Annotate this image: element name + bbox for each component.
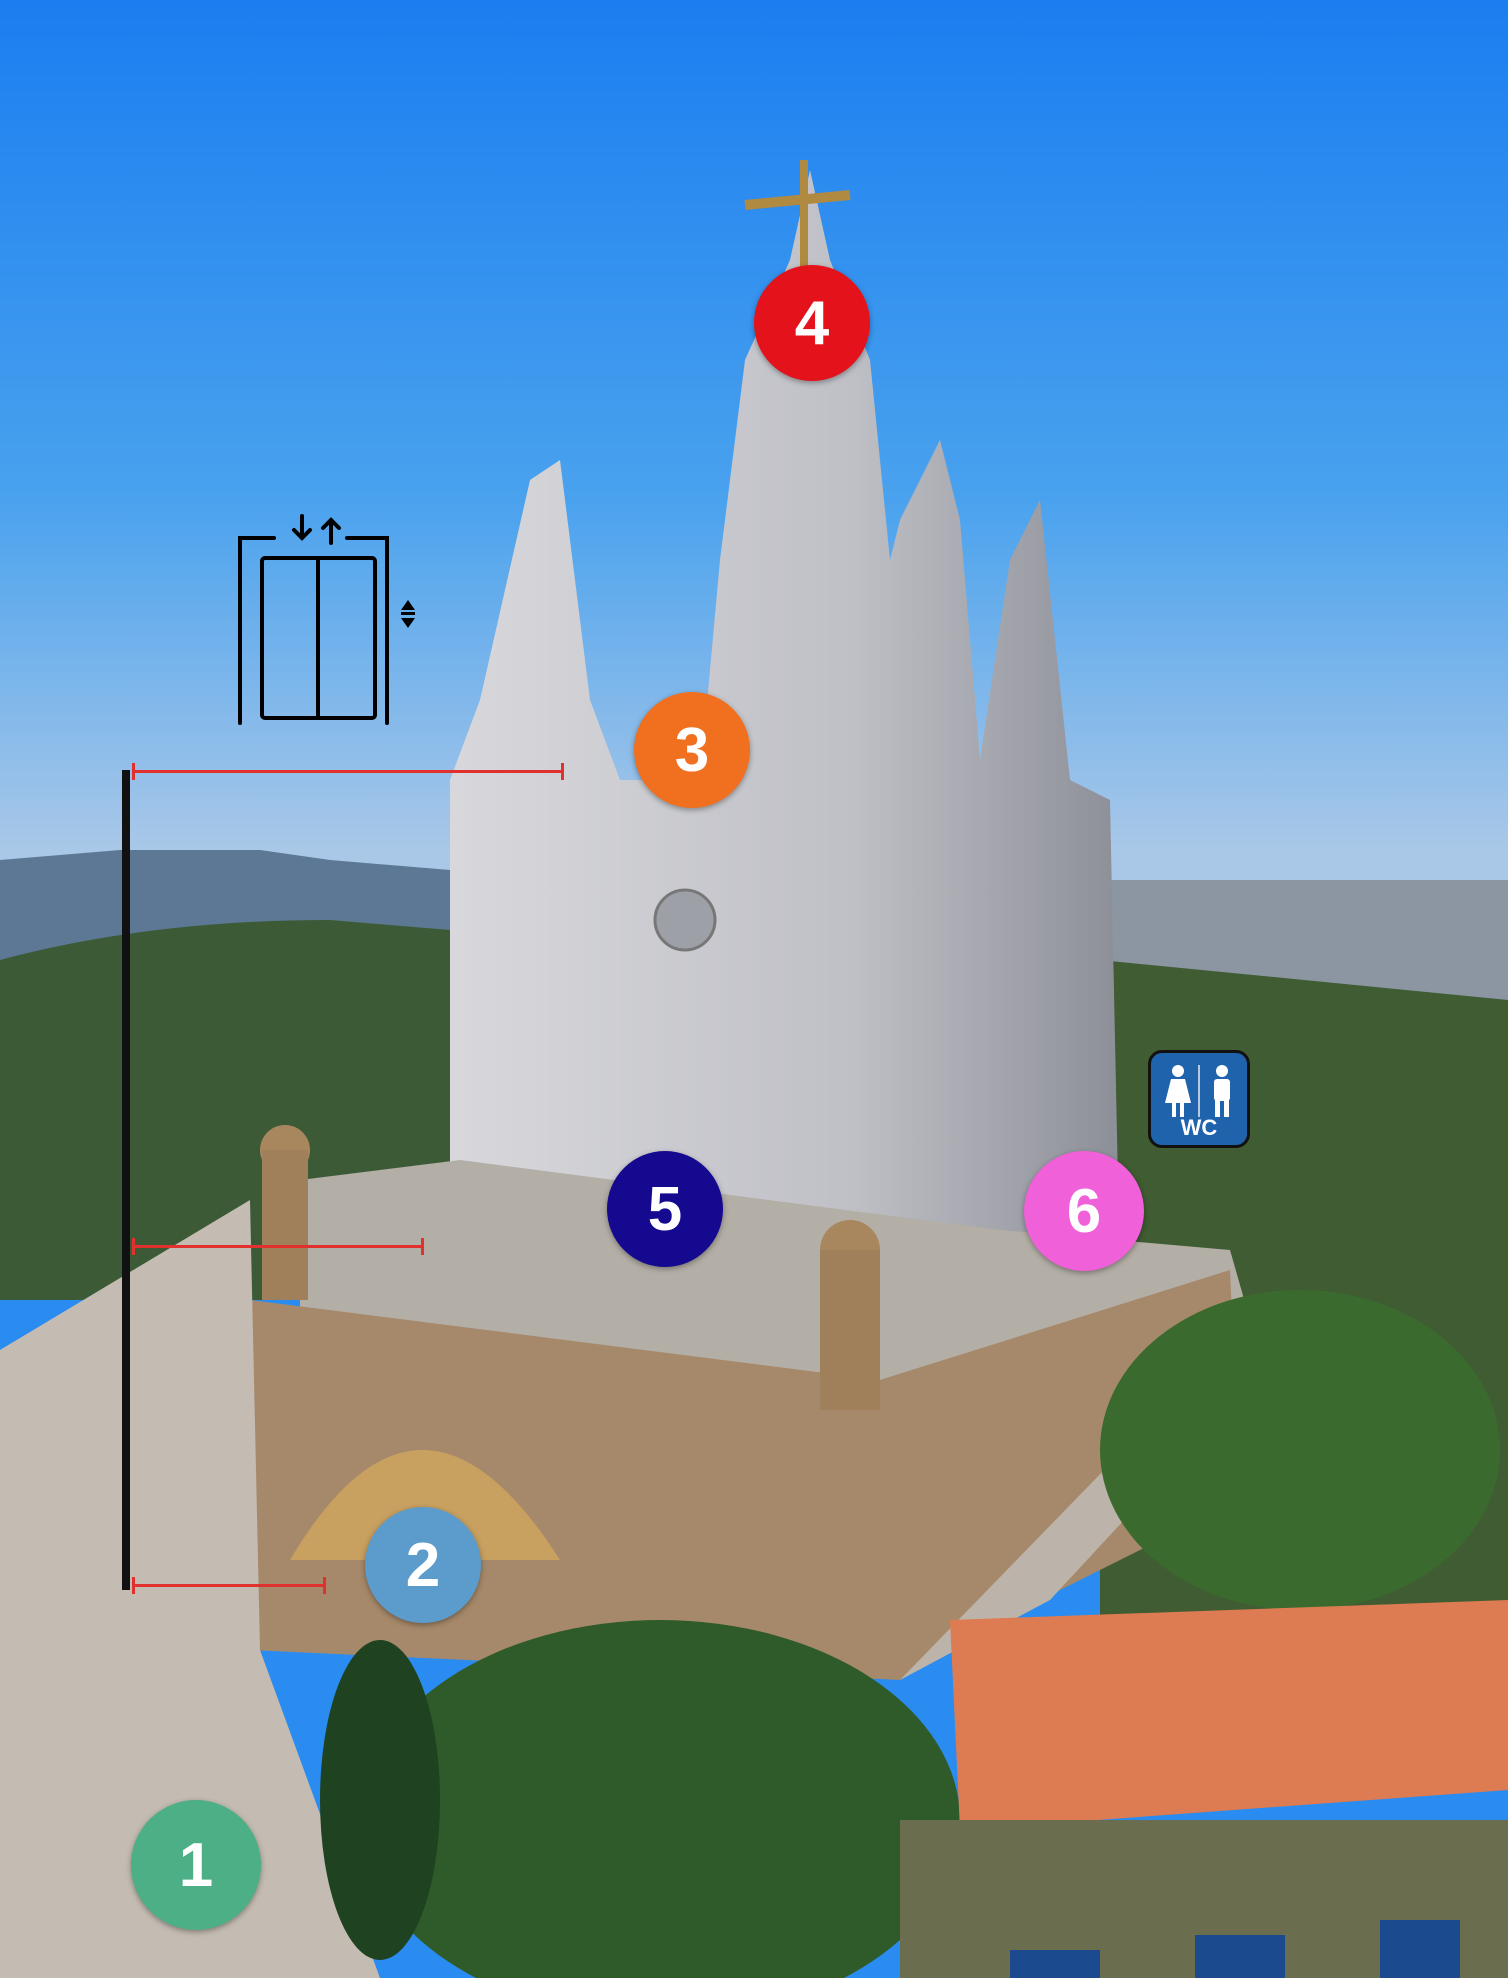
marker-label: 2 — [405, 1530, 441, 1600]
level-line-bottom — [132, 1577, 326, 1594]
wc-icon: WC — [1148, 1050, 1250, 1148]
marker-6[interactable]: 6 — [1024, 1151, 1144, 1271]
marker-label: 6 — [1066, 1176, 1102, 1246]
elevator-shaft-line — [122, 770, 130, 1590]
marker-1[interactable]: 1 — [131, 1800, 261, 1930]
elevator-icon — [238, 514, 415, 725]
marker-label: 5 — [647, 1174, 683, 1244]
marker-3[interactable]: 3 — [634, 692, 750, 808]
level-line-top — [132, 763, 564, 780]
marker-2[interactable]: 2 — [365, 1507, 481, 1623]
cathedral — [450, 160, 1120, 1280]
level-line-middle — [132, 1238, 424, 1255]
marker-5[interactable]: 5 — [607, 1151, 723, 1267]
marker-label: 3 — [674, 715, 710, 785]
wc-label: WC — [1180, 1115, 1218, 1140]
marker-label: 4 — [794, 288, 830, 358]
marker-label: 1 — [178, 1830, 214, 1900]
marker-4[interactable]: 4 — [754, 265, 870, 381]
